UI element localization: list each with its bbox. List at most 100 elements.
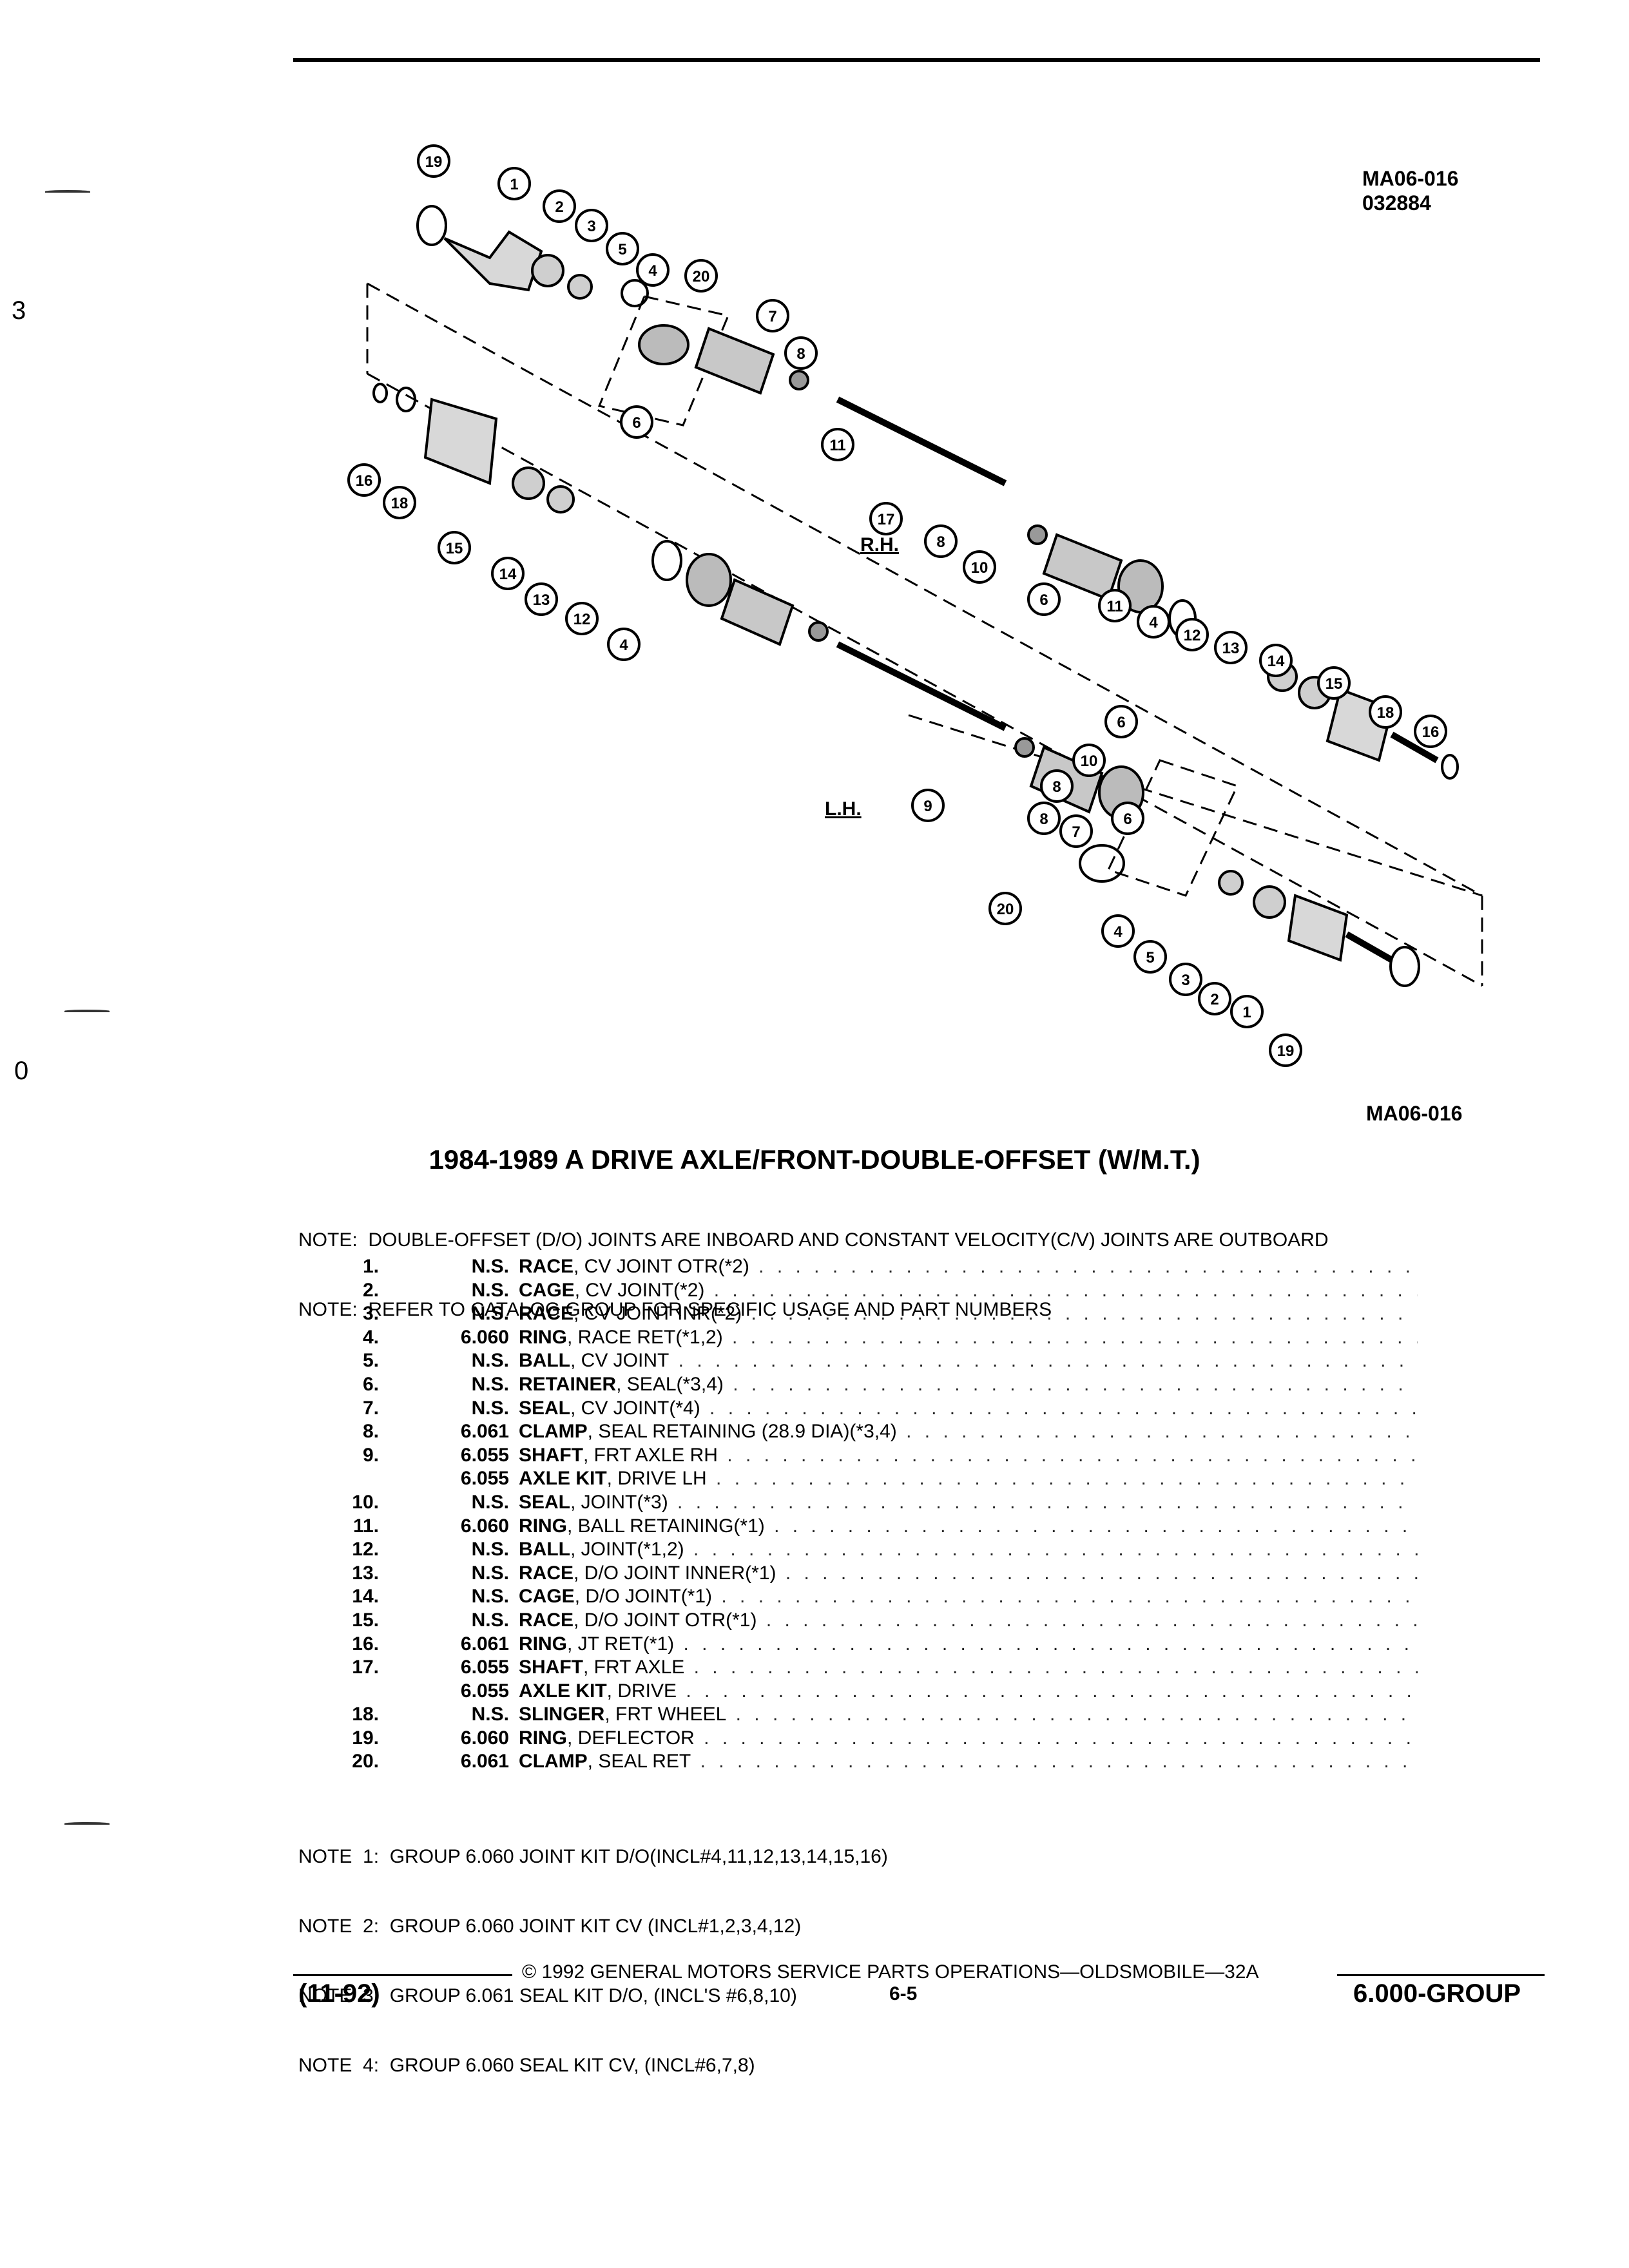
- callout-lh: 2: [1198, 982, 1231, 1015]
- jt-ret-ring-lh: [372, 383, 388, 403]
- dot-leader: . . . . . . . . . . . . . . . . . . . . …: [766, 1609, 1418, 1631]
- part-name: AXLE KIT: [519, 1468, 607, 1490]
- part-detail: , CV JOINT OTR(*2): [574, 1256, 749, 1277]
- do-inner-race-lh: [546, 485, 575, 514]
- cv-cage-rh: [531, 254, 564, 287]
- callout-number: 4: [1149, 614, 1158, 631]
- part-description: BALL, CV JOINT . . . . . . . . . . . . .…: [519, 1349, 1418, 1372]
- part-number: 14.: [352, 1586, 379, 1608]
- part-group: 6.055: [460, 1444, 509, 1466]
- dot-leader: . . . . . . . . . . . . . . . . . . . . …: [735, 1704, 1418, 1725]
- dot-leader: . . . . . . . . . . . . . . . . . . . . …: [721, 1586, 1418, 1608]
- callout-rh: 14: [1259, 644, 1293, 677]
- dot-leader: . . . . . . . . . . . . . . . . . . . . …: [751, 1303, 1418, 1325]
- part-detail: , D/O JOINT(*1): [574, 1586, 713, 1608]
- part-number: 20.: [352, 1751, 379, 1773]
- callout-number: 8: [1052, 778, 1061, 796]
- diagram-reference-top: MA06-016 032884: [1362, 166, 1458, 215]
- part-number: 17.: [352, 1657, 379, 1678]
- do-retainer-lh: [686, 553, 732, 607]
- part-group: 6.055: [460, 1657, 509, 1678]
- callout-circle: [1137, 605, 1170, 639]
- part-name: RING: [519, 1326, 567, 1348]
- callout-rh: 4: [636, 253, 670, 287]
- callout-circle: [575, 209, 608, 242]
- diagram-ref-date: 032884: [1362, 191, 1431, 215]
- ball-ret-ring-lh: [651, 540, 682, 581]
- part-description: CLAMP, SEAL RET . . . . . . . . . . . . …: [519, 1750, 1418, 1773]
- part-detail: , SEAL RET: [587, 1751, 691, 1773]
- callout-rh: 15: [438, 531, 471, 564]
- callout-number: 13: [533, 591, 550, 609]
- part-group: 6.060: [460, 1515, 509, 1537]
- slinger-lh: [396, 387, 416, 412]
- callout-circle: [347, 463, 381, 497]
- part-number: 9.: [362, 1444, 379, 1466]
- callout-circle: [1259, 644, 1293, 677]
- footer-date: (11-92): [298, 1979, 380, 2008]
- callout-number: 16: [1422, 724, 1440, 741]
- footer-page-number: 6-5: [889, 1983, 918, 2004]
- callout-rh: 3: [575, 209, 608, 242]
- margin-mark-1: [45, 190, 90, 193]
- footnote-4: NOTE 4: GROUP 6.060 SEAL KIT CV, (INCL#6…: [298, 2055, 755, 2076]
- part-group: N.S.: [471, 1256, 509, 1277]
- callout-number: 18: [1377, 704, 1394, 722]
- callout-number: 3: [1181, 972, 1190, 989]
- callout-circle: [963, 550, 996, 584]
- callout-number: 12: [1184, 627, 1201, 644]
- clamp-lh: [808, 621, 829, 642]
- callout-circle: [383, 486, 416, 519]
- lh-shaft: [836, 641, 1007, 731]
- clamp-rh-2: [1027, 524, 1048, 545]
- callout-circle: [756, 299, 789, 332]
- callout-number: 10: [1081, 753, 1098, 770]
- callout-lh: 8: [1040, 769, 1074, 803]
- callout-number: 5: [1146, 949, 1154, 966]
- part-description: CLAMP, SEAL RETAINING (28.9 DIA)(*3,4) .…: [519, 1420, 1418, 1443]
- part-group: N.S.: [471, 1350, 509, 1372]
- callout-rh: 6: [620, 405, 653, 439]
- part-detail: , DEFLECTOR: [567, 1727, 695, 1749]
- header-note-1: NOTE: DOUBLE-OFFSET (D/O) JOINTS ARE INB…: [298, 1229, 1329, 1251]
- dot-leader: . . . . . . . . . . . . . . . . . . . . …: [677, 1491, 1418, 1513]
- part-detail: , SEAL(*3,4): [616, 1373, 724, 1395]
- cv-cage-lh: [1253, 885, 1286, 919]
- part-name: RING: [519, 1515, 567, 1537]
- callout-rh: 8: [924, 524, 958, 558]
- callout-rh: 13: [1214, 631, 1248, 664]
- callout-lh: 19: [1269, 1033, 1302, 1067]
- callout-number: 11: [1106, 598, 1123, 615]
- part-group: N.S.: [471, 1609, 509, 1631]
- callout-number: 4: [619, 637, 628, 654]
- footnote-1: NOTE 1: GROUP 6.060 JOINT KIT D/O(INCL#4…: [298, 1846, 888, 1867]
- part-description: SEAL, JOINT(*3) . . . . . . . . . . . . …: [519, 1491, 1418, 1514]
- part-group: 6.060: [460, 1326, 509, 1348]
- callout-rh: 2: [543, 189, 576, 223]
- lh-shaft-assembly: [372, 383, 1420, 987]
- callout-circle: [417, 144, 450, 178]
- parts-row: 3.N.S.RACE, CV JOINT INR(*2) . . . . . .…: [322, 1302, 1418, 1326]
- callout-circle: [565, 602, 599, 635]
- callout-number: 1: [1242, 1004, 1251, 1021]
- callout-rh: 6: [1027, 582, 1061, 616]
- part-description: RING, BALL RETAINING(*1) . . . . . . . .…: [519, 1515, 1418, 1538]
- part-group: N.S.: [471, 1704, 509, 1725]
- header-notes: NOTE: DOUBLE-OFFSET (D/O) JOINTS ARE INB…: [298, 1182, 1329, 1368]
- part-name: CLAMP: [519, 1751, 588, 1773]
- dot-leader: . . . . . . . . . . . . . . . . . . . . …: [906, 1421, 1418, 1443]
- part-name: RING: [519, 1727, 567, 1749]
- part-group: N.S.: [471, 1303, 509, 1325]
- margin-char-3: 3: [12, 296, 26, 325]
- part-detail: , DRIVE LH: [606, 1468, 707, 1490]
- dot-leader: . . . . . . . . . . . . . . . . . . . . …: [774, 1515, 1418, 1537]
- footnotes: NOTE 1: GROUP 6.060 JOINT KIT D/O(INCL#4…: [298, 1799, 888, 2124]
- parts-row: 10.N.S.SEAL, JOINT(*3) . . . . . . . . .…: [322, 1491, 1418, 1515]
- footer-rule-right: [1337, 1974, 1545, 1976]
- dashed-frame: [366, 282, 1483, 987]
- callout-circle: [1111, 802, 1144, 835]
- header-note-2: NOTE: REFER TO CATALOG GROUP FOR SPECIFI…: [298, 1299, 1052, 1320]
- part-name: BALL: [519, 1350, 570, 1372]
